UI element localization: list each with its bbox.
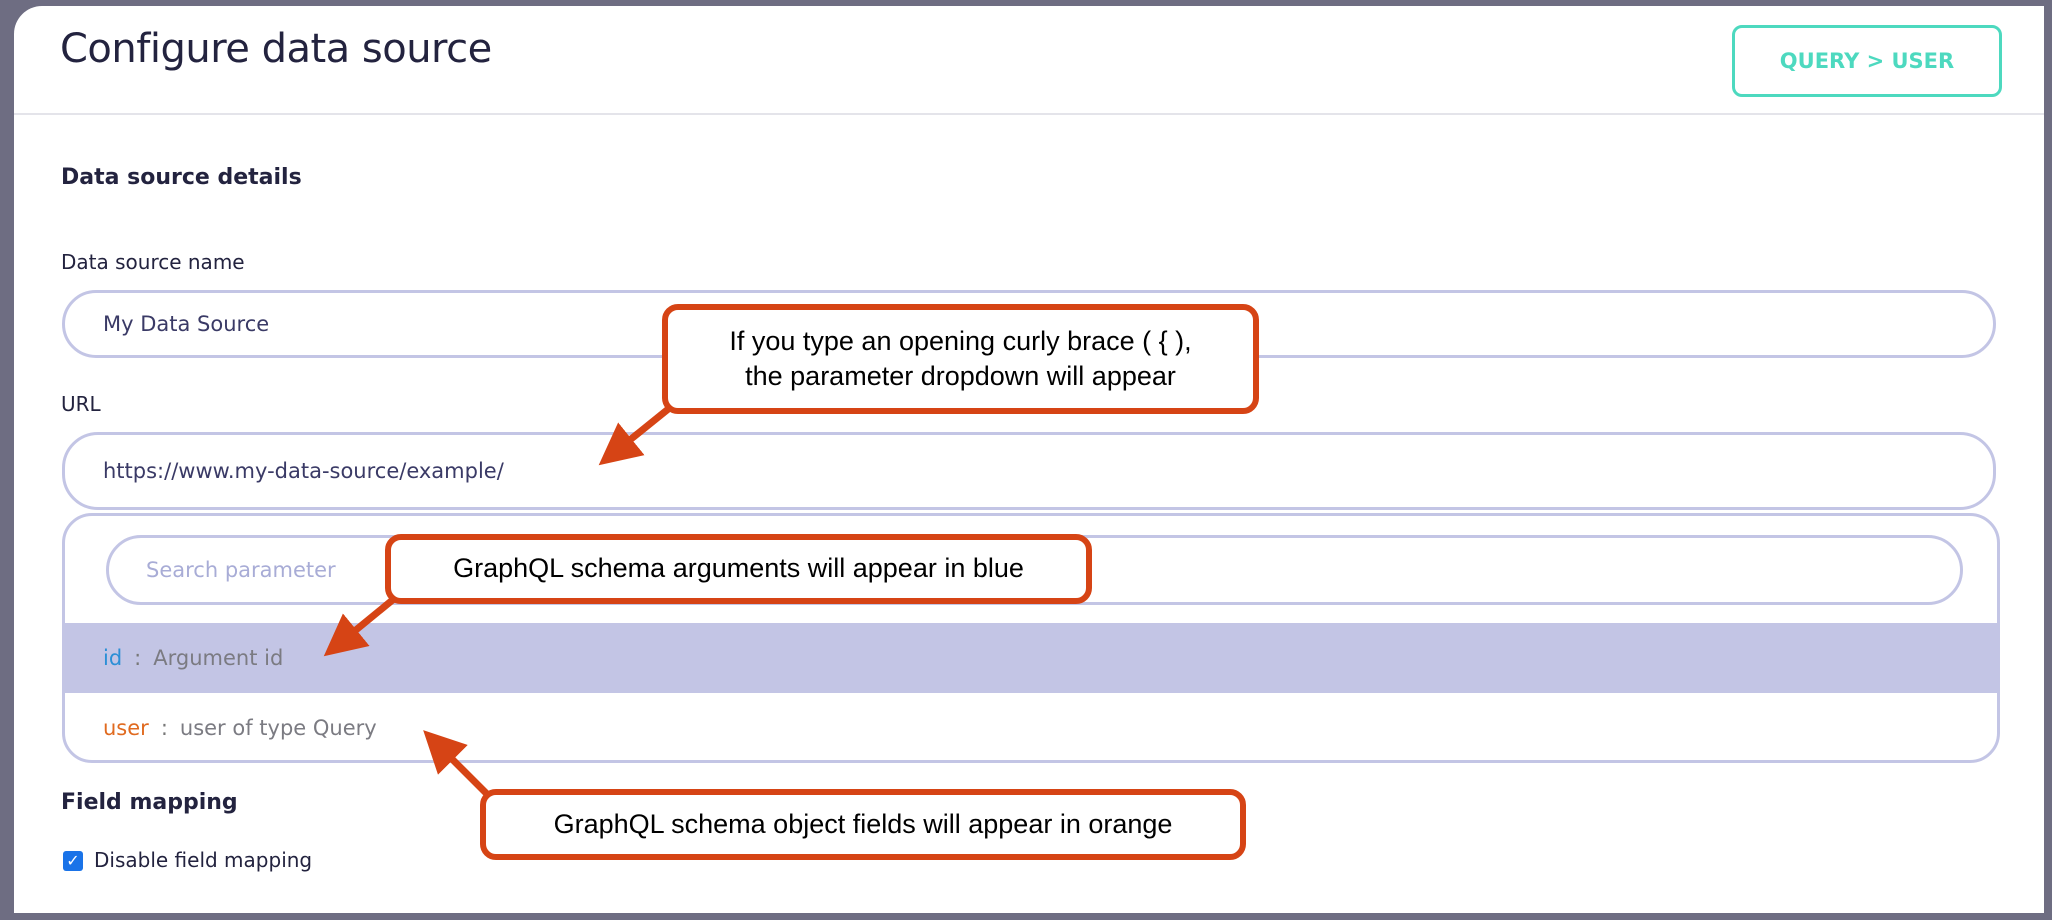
item-desc: Argument id <box>153 646 284 670</box>
section-title-details: Data source details <box>61 165 302 190</box>
callout-arguments-blue: GraphQL schema arguments will appear in … <box>385 534 1092 604</box>
disable-field-mapping-checkbox[interactable]: ✓ <box>63 851 83 871</box>
dropdown-item-id[interactable]: id : Argument id <box>65 623 1997 693</box>
section-title-field-mapping: Field mapping <box>61 790 238 815</box>
arrow-to-object-field <box>423 730 490 797</box>
disable-field-mapping-label: Disable field mapping <box>94 848 313 872</box>
callout-line: If you type an opening curly brace ( { )… <box>729 325 1192 356</box>
callout-line: the parameter dropdown will appear <box>745 361 1176 391</box>
item-desc: user of type Query <box>179 716 377 740</box>
name-label: Data source name <box>61 250 245 274</box>
callout-curly-brace: If you type an opening curly brace ( { )… <box>662 304 1259 414</box>
page-title: Configure data source <box>60 26 492 72</box>
item-key: id <box>103 646 123 670</box>
search-placeholder: Search parameter <box>146 558 336 582</box>
item-separator: : <box>134 646 142 670</box>
url-label: URL <box>61 392 101 416</box>
arrow-to-url <box>598 403 675 466</box>
item-key: user <box>103 716 149 740</box>
name-value: My Data Source <box>103 312 270 336</box>
header-divider <box>14 113 2044 115</box>
callout-fields-orange: GraphQL schema object fields will appear… <box>480 789 1246 860</box>
dropdown-item-user[interactable]: user : user of type Query <box>65 693 1997 760</box>
url-input[interactable]: https://www.my-data-source/example/ <box>62 432 1996 510</box>
url-value: https://www.my-data-source/example/ <box>103 459 504 483</box>
query-user-breadcrumb-button[interactable]: QUERY > USER <box>1732 25 2002 97</box>
item-separator: : <box>160 716 168 740</box>
arrow-to-argument <box>323 595 398 657</box>
